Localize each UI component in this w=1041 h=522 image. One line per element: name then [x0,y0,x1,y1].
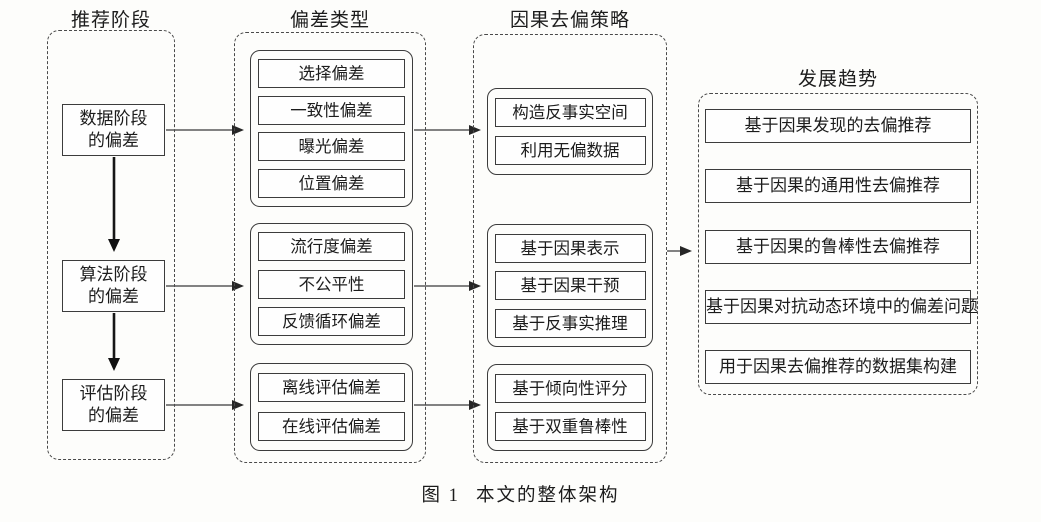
trend-item: 基于因果对抗动态环境中的偏差问题 [705,289,978,324]
bias-item: 在线评估偏差 [258,411,405,441]
strategy-group-evaluation-stage: 基于倾向性评分 基于双重鲁棒性 [487,364,653,451]
strategy-item: 构造反事实空间 [494,98,646,127]
stage-box-line: 数据阶段 [79,108,148,128]
trend-item: 基于因果的鲁棒性去偏推荐 [705,229,971,264]
strategies-column-header: 因果去偏策略 [509,10,630,31]
bias-item: 位置偏差 [258,169,405,199]
bias-item: 反馈循环偏差 [258,306,405,336]
strategy-item: 基于因果表示 [494,233,646,263]
bias-item: 流行度偏差 [258,232,405,262]
stage-column-header: 推荐阶段 [70,10,151,31]
bias-types-column-header: 偏差类型 [289,10,370,31]
bias-item: 离线评估偏差 [258,373,405,403]
stage-box-evaluation-bias: 评估阶段 的偏差 [62,379,165,431]
strategy-group-data-stage: 构造反事实空间 利用无偏数据 [487,88,653,175]
stage-box-line: 的偏差 [88,287,139,306]
figure-caption: 图 1 本文的整体架构 [0,481,1041,507]
bias-types-column-frame [234,32,426,463]
figure-caption-label: 图 1 [421,486,460,506]
stage-box-algorithm-bias: 算法阶段 的偏差 [62,260,165,312]
trend-item: 基于因果的通用性去偏推荐 [705,169,971,204]
bias-group-algorithm-stage: 流行度偏差 不公平性 反馈循环偏差 [250,223,413,345]
strategy-item: 基于双重鲁棒性 [494,412,646,441]
bias-item: 不公平性 [258,269,405,299]
strategies-column-frame [473,34,667,463]
stage-box-data-bias: 数据阶段 的偏差 [62,104,165,156]
stage-column-frame [47,30,175,460]
stage-box-line: 的偏差 [88,406,139,425]
bias-item: 曝光偏差 [258,132,405,162]
trend-item: 用于因果去偏推荐的数据集构建 [705,350,971,384]
figure-caption-text: 本文的整体架构 [475,486,620,506]
strategy-item: 基于反事实推理 [494,308,646,338]
stage-box-line: 的偏差 [88,131,139,150]
trend-item: 基于因果发现的去偏推荐 [705,109,971,143]
trends-column-header: 发展趋势 [797,69,878,90]
bias-item: 选择偏差 [258,58,405,88]
strategy-item: 基于倾向性评分 [494,374,646,403]
bias-group-evaluation-stage: 离线评估偏差 在线评估偏差 [250,363,413,451]
strategy-item: 基于因果干预 [494,271,646,300]
stage-box-line: 评估阶段 [79,383,148,403]
trends-column-frame: 基于因果发现的去偏推荐 基于因果的通用性去偏推荐 基于因果的鲁棒性去偏推荐 基于… [698,93,978,395]
bias-item: 一致性偏差 [258,95,405,125]
strategy-item: 利用无偏数据 [494,136,646,165]
stage-box-line: 算法阶段 [79,264,148,284]
bias-group-data-stage: 选择偏差 一致性偏差 曝光偏差 位置偏差 [250,50,413,207]
strategy-group-algorithm-stage: 基于因果表示 基于因果干预 基于反事实推理 [487,224,653,347]
